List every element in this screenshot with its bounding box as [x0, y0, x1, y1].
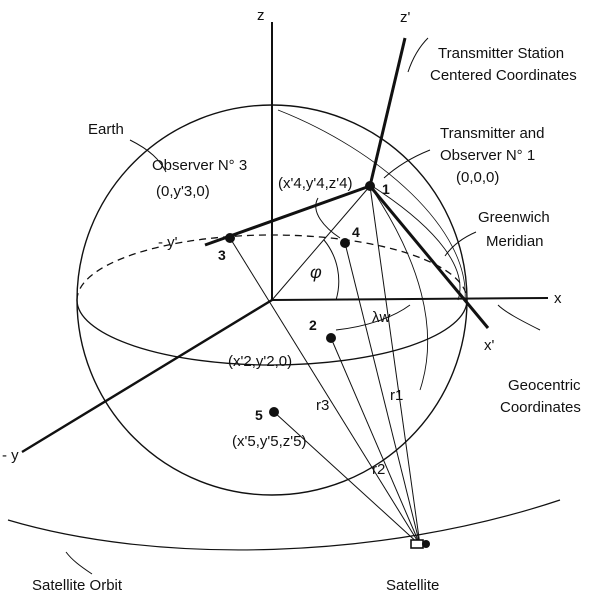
- orbit-leader: [65, 551, 93, 575]
- line-r2: [330, 337, 421, 546]
- satellite-label: Satellite: [386, 577, 439, 594]
- x-label: x: [554, 290, 562, 307]
- point-2-label: 2: [309, 317, 317, 333]
- geocentric-label-1: Geocentric: [508, 377, 581, 394]
- line-from-4: [344, 242, 421, 546]
- r2-label: r2: [372, 461, 385, 478]
- transmitter-station-leader: [407, 37, 429, 73]
- point4-coord: (x'4,y'4,z'4): [278, 175, 352, 192]
- greenwich-meridian-curve: [371, 185, 461, 301]
- z-prime-label: z': [400, 9, 411, 26]
- point-3: [225, 233, 235, 243]
- point2-coord: (x'2,y'2,0): [228, 353, 292, 370]
- x-prime-axis: [368, 185, 490, 329]
- transmitter-observer-leader: [383, 149, 431, 179]
- longitude-arc: [335, 304, 411, 331]
- point-5-label: 5: [255, 407, 263, 423]
- geocentric-leader: [497, 304, 541, 331]
- meridian-curve-2: [277, 109, 466, 301]
- transmitter-observer-label-2: Observer N° 1: [440, 147, 535, 164]
- r1-label: r1: [390, 387, 403, 404]
- point-1-label: 1: [382, 181, 390, 197]
- greenwich-label-1: Greenwich: [478, 209, 550, 226]
- satellite-orbit: [7, 499, 561, 551]
- phi-symbol: φ: [310, 262, 322, 282]
- meridian-curve: [369, 185, 429, 391]
- point-2: [326, 333, 336, 343]
- neg-y-axis: [21, 298, 273, 454]
- lambda-w-symbol: λw: [372, 309, 391, 326]
- greenwich-label-2: Meridian: [486, 233, 544, 250]
- transmitter-station-label-2: Centered Coordinates: [430, 67, 577, 84]
- point-4-label: 4: [352, 224, 360, 240]
- x-axis: [271, 297, 549, 301]
- point-5: [269, 407, 279, 417]
- line-from-3: [229, 237, 421, 546]
- transmitter-observer-label-1: Transmitter and: [440, 125, 544, 142]
- neg-y-label: - y: [2, 447, 19, 464]
- point-1: [365, 181, 375, 191]
- observer3-coord: (0,y'3,0): [156, 183, 210, 200]
- point-3-label: 3: [218, 247, 226, 263]
- transmitter-station-label-1: Transmitter Station: [438, 45, 564, 62]
- greenwich-leader: [444, 231, 477, 257]
- point5-coord: (x'5,y'5,z'5): [232, 433, 306, 450]
- earth-label: Earth: [88, 121, 124, 138]
- x-prime-label: x': [484, 337, 495, 354]
- line-r1: [369, 185, 421, 546]
- point-4: [340, 238, 350, 248]
- earth-leader: [129, 139, 167, 173]
- line-r3: [273, 411, 421, 546]
- satellite-icon: [410, 539, 430, 549]
- r3-label: r3: [316, 397, 329, 414]
- neg-y-prime-label: - y': [158, 234, 178, 251]
- geocentric-label-2: Coordinates: [500, 399, 581, 416]
- radius-to-transmitter: [271, 185, 371, 301]
- phi-arc: [323, 239, 340, 301]
- point4-leader: [315, 197, 341, 239]
- z-prime-axis: [368, 37, 407, 187]
- satellite-orbit-label: Satellite Orbit: [32, 577, 123, 594]
- equator-front: [76, 299, 468, 366]
- observer3-title: Observer N° 3: [152, 157, 247, 174]
- transmitter-observer-coord: (0,0,0): [456, 169, 499, 186]
- z-label: z: [257, 7, 265, 24]
